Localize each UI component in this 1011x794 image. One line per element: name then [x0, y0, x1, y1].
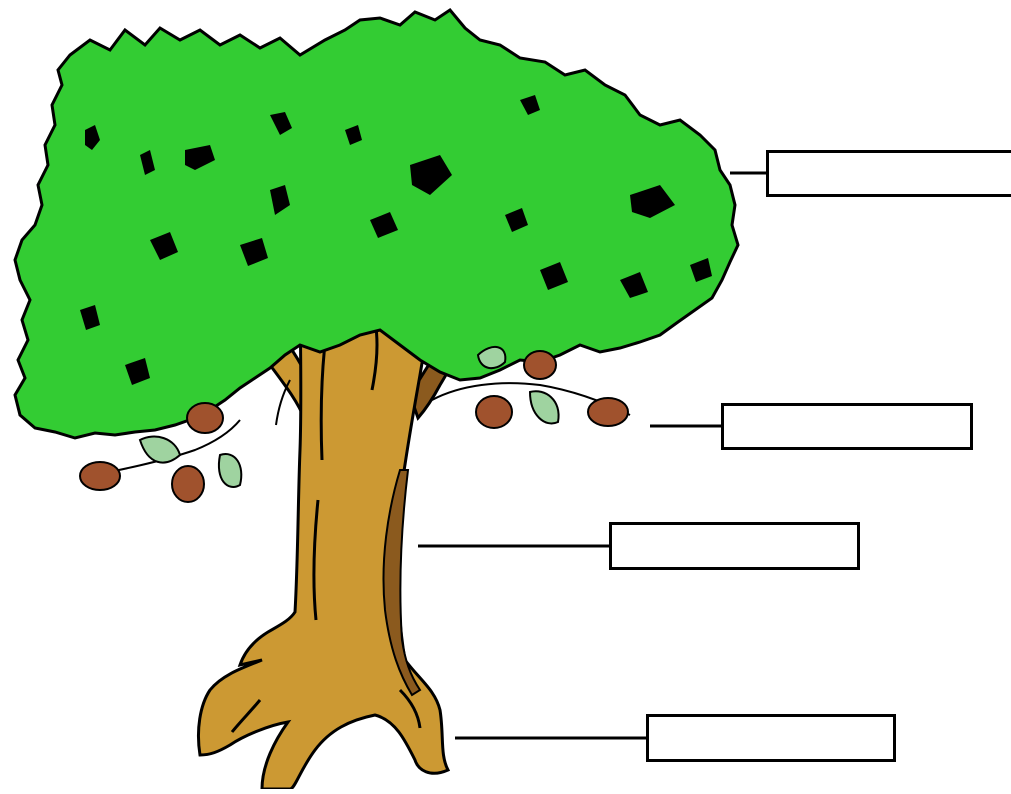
- leaf-tuft: [410, 155, 452, 195]
- label-box-trunk[interactable]: [609, 522, 860, 570]
- label-box-roots[interactable]: [646, 714, 896, 762]
- leaf-tuft: [690, 258, 712, 282]
- leaf-tuft: [620, 272, 648, 298]
- label-box-branch-fruit[interactable]: [721, 403, 973, 450]
- leaf-tuft: [370, 212, 398, 238]
- leaf-tuft: [150, 232, 178, 260]
- bark-line: [398, 688, 422, 729]
- leaf-tuft: [345, 125, 362, 145]
- leaf-tuft: [85, 125, 100, 150]
- bark-line: [312, 499, 320, 621]
- leaf-tuft: [270, 185, 290, 215]
- acorn: [587, 397, 629, 427]
- leaf-tuft: [630, 185, 675, 218]
- leaf-tuft: [80, 305, 100, 330]
- leaf-tuft: [140, 150, 155, 175]
- leaf-tuft: [125, 358, 150, 385]
- acorn-sprig-left: [79, 402, 243, 503]
- small-leaf: [217, 453, 243, 488]
- acorn-sprig-right: [431, 346, 631, 429]
- acorn: [186, 402, 224, 434]
- acorn: [171, 465, 205, 503]
- trunk-shadow: [382, 469, 422, 697]
- label-box-canopy[interactable]: [766, 150, 1011, 197]
- acorn: [475, 395, 513, 429]
- bark-line: [230, 699, 262, 733]
- acorn: [523, 350, 557, 380]
- small-leaf: [528, 390, 560, 425]
- small-leaf: [138, 435, 182, 464]
- leaf-tuft: [240, 238, 268, 266]
- leaf-tuft: [540, 262, 568, 290]
- leaf-tuft: [520, 95, 540, 115]
- leaf-tuft: [185, 145, 215, 170]
- leaf-tuft: [270, 112, 292, 135]
- small-leaf: [476, 346, 507, 370]
- acorn: [79, 461, 121, 491]
- canopy: [13, 8, 740, 440]
- bark-line: [275, 379, 291, 426]
- leaf-tuft: [505, 208, 528, 232]
- leader-lines: [418, 171, 766, 740]
